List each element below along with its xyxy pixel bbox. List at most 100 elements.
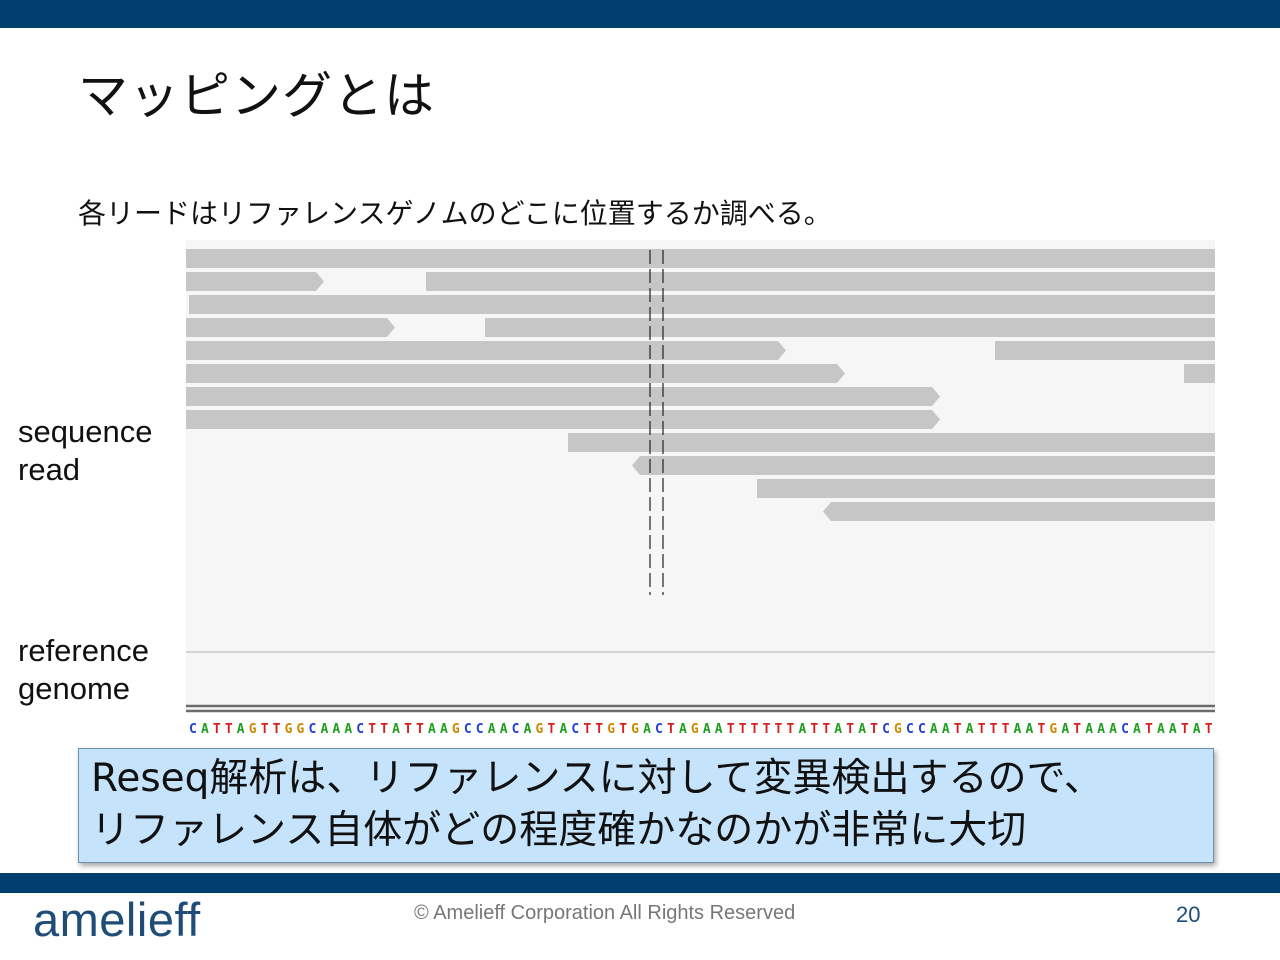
reference-base: A <box>1193 722 1201 737</box>
reference-base: A <box>344 722 352 737</box>
reference-base: T <box>846 722 854 737</box>
reference-base: A <box>1157 722 1165 737</box>
sequence-track-background <box>186 710 1215 740</box>
reference-base: C <box>189 722 197 737</box>
reference-base: A <box>332 722 340 737</box>
reference-base: C <box>1121 722 1129 737</box>
reference-base: A <box>428 722 436 737</box>
reference-base: G <box>631 722 639 737</box>
reference-base: A <box>1109 722 1117 737</box>
reference-base: A <box>488 722 496 737</box>
reference-base: A <box>798 722 806 737</box>
callout-box: Reseq解析は、リファレンスに対して変異検出するので、 リファレンス自体がどの… <box>78 748 1214 863</box>
reference-base: T <box>368 722 376 737</box>
reference-base: T <box>261 722 269 737</box>
reference-base: T <box>978 722 986 737</box>
sequence-read <box>186 272 324 291</box>
reference-base: T <box>380 722 388 737</box>
sequence-read <box>186 410 940 429</box>
reference-base: A <box>201 722 209 737</box>
reference-base: A <box>500 722 508 737</box>
reference-base: A <box>1169 722 1177 737</box>
page-number: 20 <box>1176 902 1201 927</box>
label-line: reference <box>18 633 149 668</box>
header-bar <box>0 0 1280 28</box>
reference-base: A <box>715 722 723 737</box>
reference-base: A <box>643 722 651 737</box>
reference-base: A <box>1133 722 1141 737</box>
reference-base: T <box>1205 722 1213 737</box>
reference-base: T <box>667 722 675 737</box>
reference-base: T <box>990 722 998 737</box>
reference-base: T <box>225 722 233 737</box>
reference-base: T <box>739 722 747 737</box>
reference-base: C <box>356 722 364 737</box>
reference-base: T <box>548 722 556 737</box>
reference-base: C <box>512 722 520 737</box>
reference-base: T <box>954 722 962 737</box>
reference-base: A <box>1061 722 1069 737</box>
reference-base: T <box>595 722 603 737</box>
reference-base: C <box>309 722 317 737</box>
reference-base: T <box>822 722 830 737</box>
reference-base: G <box>285 722 293 737</box>
reference-base: C <box>882 722 890 737</box>
reference-base: A <box>966 722 974 737</box>
reference-base: A <box>1097 722 1105 737</box>
reference-base: T <box>1145 722 1153 737</box>
reference-base: A <box>559 722 567 737</box>
reference-base: T <box>787 722 795 737</box>
reference-base: C <box>464 722 472 737</box>
reference-base: A <box>440 722 448 737</box>
sequence-read <box>823 502 1215 521</box>
reference-base: T <box>763 722 771 737</box>
label-line: read <box>18 452 81 487</box>
sequence-read <box>485 318 1215 337</box>
sequence-read-label: sequence read <box>18 413 152 489</box>
reference-base: A <box>930 722 938 737</box>
reference-base: A <box>524 722 532 737</box>
reference-base: T <box>1002 722 1010 737</box>
reference-base: C <box>655 722 663 737</box>
reference-base: A <box>392 722 400 737</box>
reference-base: A <box>679 722 687 737</box>
reference-base: A <box>942 722 950 737</box>
sequence-read <box>995 341 1215 360</box>
callout-line: リファレンス自体がどの程度確かなのかが非常に大切 <box>91 808 1027 853</box>
reference-base: T <box>416 722 424 737</box>
reference-genome-label: reference genome <box>18 632 149 708</box>
footer-bar <box>0 873 1280 893</box>
reference-base: G <box>894 722 902 737</box>
reference-base: T <box>810 722 818 737</box>
reference-base: G <box>452 722 460 737</box>
reference-base: G <box>297 722 305 737</box>
reference-base: A <box>834 722 842 737</box>
slide-subtitle: 各リードはリファレンスゲノムのどこに位置するか調べる。 <box>78 197 832 230</box>
slide-title: マッピングとは <box>78 67 435 125</box>
reference-base: A <box>1085 722 1093 737</box>
reference-base: C <box>918 722 926 737</box>
reference-base: T <box>751 722 759 737</box>
label-line: sequence <box>18 414 153 449</box>
reference-base: A <box>1014 722 1022 737</box>
reference-base: A <box>320 722 328 737</box>
reference-base: A <box>858 722 866 737</box>
sequence-read <box>632 456 1215 475</box>
reference-base: T <box>1037 722 1045 737</box>
sequence-read <box>1184 364 1215 383</box>
reference-base: T <box>1073 722 1081 737</box>
reference-base: C <box>476 722 484 737</box>
callout-line: Reseq解析は、リファレンスに対して変異検出するので、 <box>91 756 1103 801</box>
reference-base: T <box>583 722 591 737</box>
sequence-read <box>186 341 786 360</box>
reference-base: C <box>571 722 579 737</box>
reference-base: G <box>607 722 615 737</box>
sequence-read <box>186 249 1215 268</box>
copyright-text: © Amelieff Corporation All Rights Reserv… <box>414 902 796 924</box>
reference-base: T <box>727 722 735 737</box>
reference-base: A <box>237 722 245 737</box>
reference-base: T <box>870 722 878 737</box>
sequence-read <box>186 364 845 383</box>
